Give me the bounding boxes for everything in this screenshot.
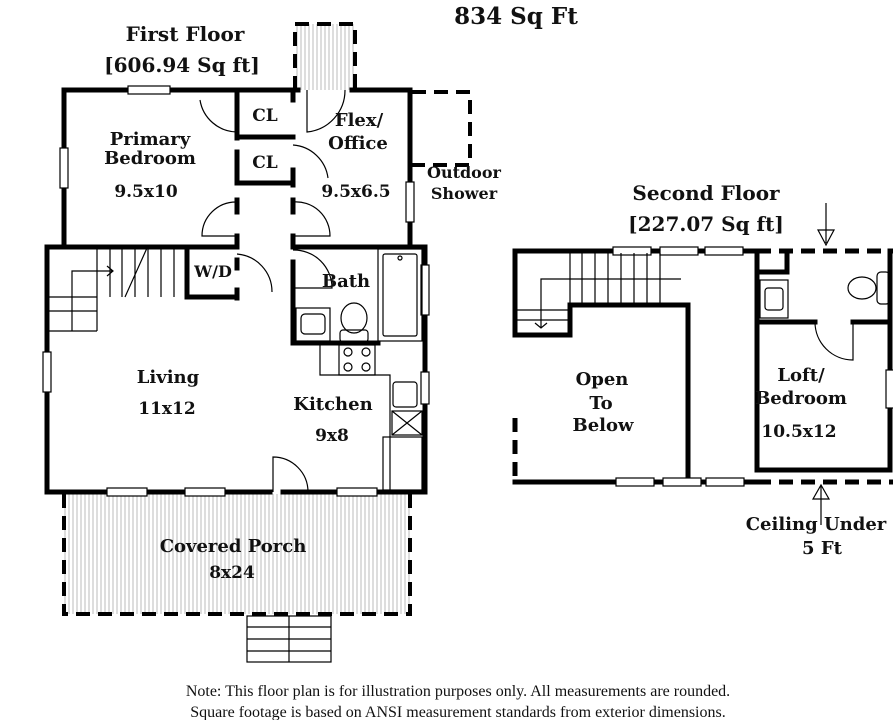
room-covered-porch-label: Covered Porch	[160, 536, 307, 557]
room-living-label: Living	[137, 367, 200, 388]
room-flex-office-label: Flex/	[335, 110, 384, 131]
first-floor-area: [606.94 Sq ft]	[104, 53, 260, 77]
room-flex-office-size: 9.5x6.5	[321, 182, 390, 202]
ceiling-note: Ceiling Under	[746, 514, 887, 535]
footer-note-1: Note: This floor plan is for illustratio…	[186, 683, 730, 700]
room-primary-bedroom-label-2: Bedroom	[104, 148, 196, 169]
room-washer-dryer: W/D	[193, 262, 232, 281]
room-open-to-below-label-2: To	[589, 393, 612, 414]
second-floor-title: Second Floor	[632, 181, 780, 205]
room-covered-porch-size: 8x24	[209, 563, 255, 583]
outdoor-shower-outline	[412, 90, 472, 167]
room-kitchen-size: 9x8	[315, 426, 349, 446]
first-floor-plan: Primary Bedroom 9.5x10 CL CL Flex/ Offic…	[42, 22, 502, 663]
rear-deck	[295, 24, 355, 90]
room-bath: Bath	[322, 271, 370, 292]
room-loft-bedroom-label: Loft/	[777, 365, 825, 386]
footer-note-2: Square footage is based on ANSI measurem…	[190, 704, 725, 720]
total-area: 834 Sq Ft	[454, 3, 578, 30]
first-floor-title: First Floor	[126, 22, 245, 46]
room-living-size: 11x12	[138, 399, 195, 419]
first-floor-stairs	[49, 247, 175, 332]
room-closet-1: CL	[252, 106, 278, 126]
second-floor-plan: Open To Below Loft/ Bedroom 10.5x12 Ceil…	[512, 203, 893, 559]
room-open-to-below-label: Open	[576, 369, 629, 390]
ceiling-note-2: 5 Ft	[802, 538, 843, 559]
room-open-to-below-label-3: Below	[572, 415, 634, 436]
outdoor-shower-label: Outdoor	[427, 163, 501, 182]
second-floor-area: [227.07 Sq ft]	[628, 212, 784, 236]
room-flex-office-label-2: Office	[328, 133, 388, 154]
porch-area	[64, 494, 410, 614]
room-kitchen-label: Kitchen	[293, 394, 372, 415]
room-primary-bedroom-size: 9.5x10	[114, 182, 178, 202]
room-loft-bedroom-size: 10.5x12	[761, 422, 836, 442]
porch-steps	[246, 615, 332, 663]
room-loft-bedroom-label-2: Bedroom	[755, 388, 847, 409]
second-floor-stairs	[517, 253, 681, 329]
room-closet-2: CL	[252, 153, 278, 173]
outdoor-shower-label-2: Shower	[431, 184, 498, 203]
room-primary-bedroom-label: Primary	[110, 129, 191, 150]
